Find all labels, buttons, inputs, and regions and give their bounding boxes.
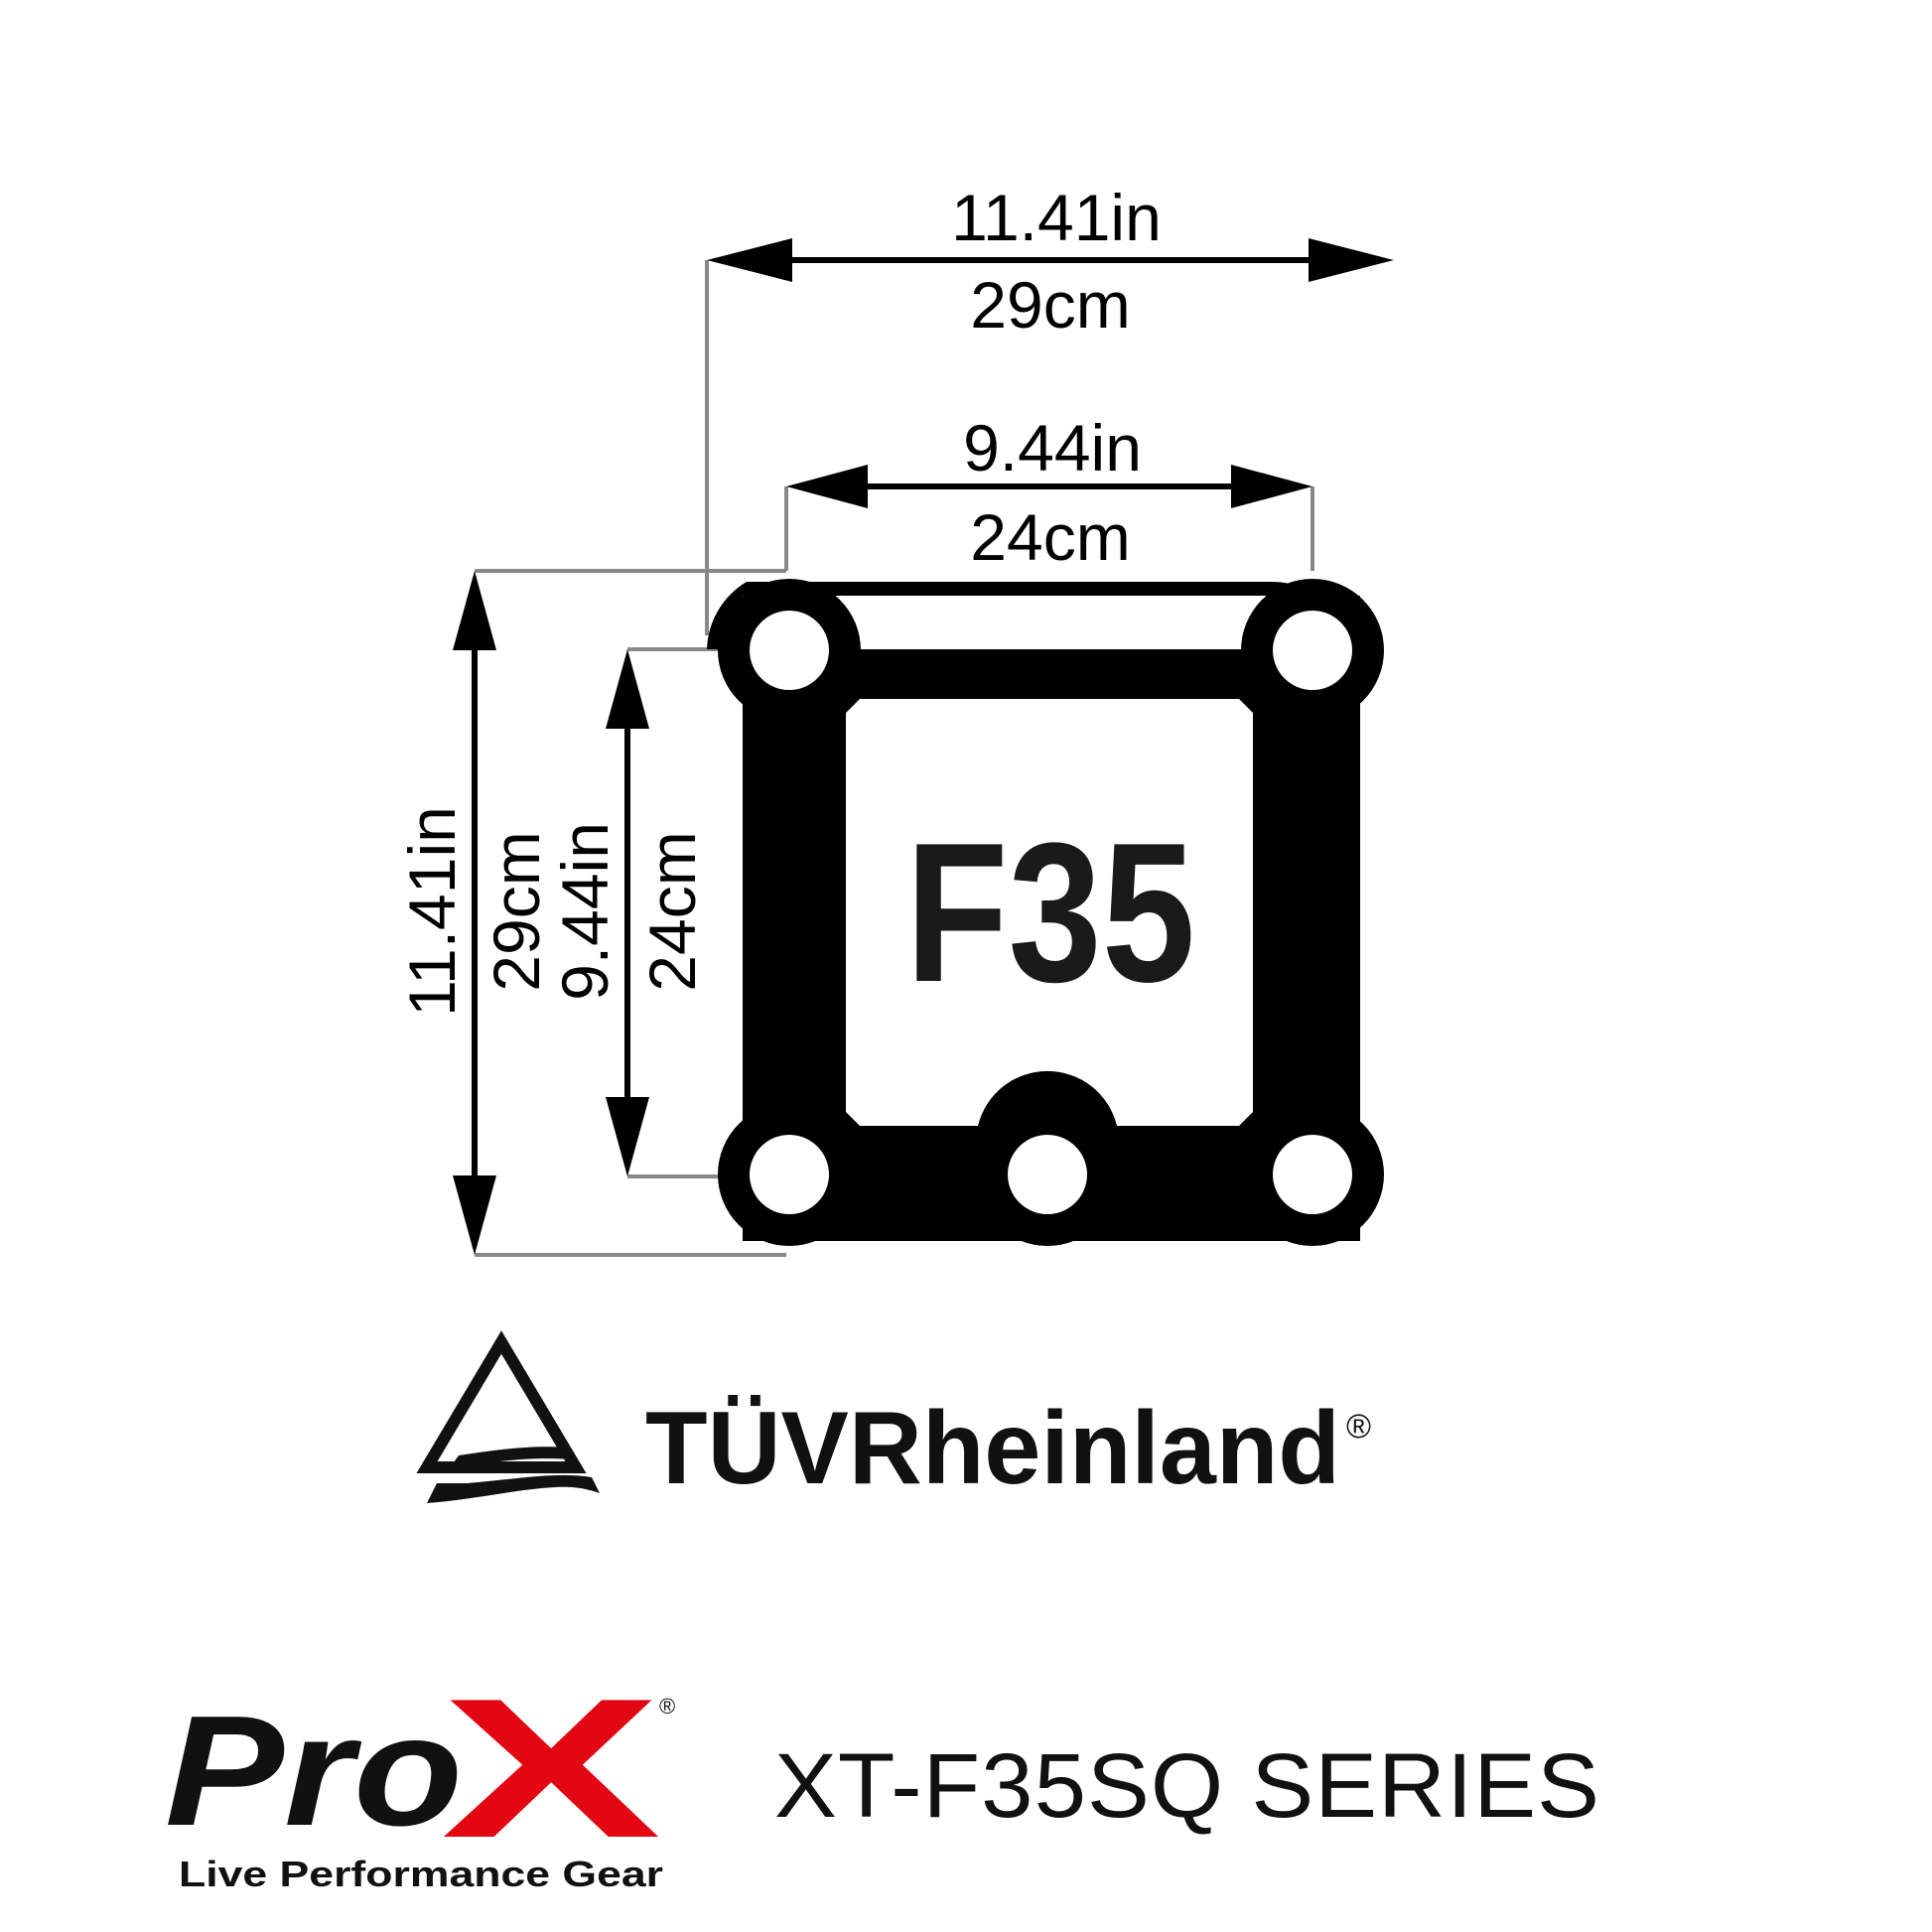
tuv-registered-mark: ® [1346,1408,1371,1446]
arrowhead-left [707,238,792,282]
inner-width-in-label: 9.44in [963,411,1142,484]
chord-hole-top-right [1273,611,1352,690]
truss-inner-opening [846,699,1253,1126]
arrowhead-right [1231,465,1312,508]
tuv-triangle-icon [416,1330,600,1503]
left-inner-dimension: 9.44in 24cm [548,649,709,1176]
chord-hole-top-left [750,611,829,690]
prox-tagline: Live Performance Gear [179,1854,663,1894]
extension-lines [475,260,1314,1257]
arrowhead-right [1309,238,1394,282]
outer-height-cm-label: 29cm [480,831,553,991]
prox-registered-mark: ® [659,1694,675,1719]
arrowhead-top [606,649,649,729]
outer-height-in-label: 11.41in [395,806,469,1017]
inner-width-cm-label: 24cm [970,500,1130,574]
tuv-certification: TÜVRheinland ® [416,1330,1371,1506]
inner-height-cm-label: 24cm [635,831,709,991]
arrowhead-top [453,571,496,650]
truss-model-label: F35 [905,802,1195,1024]
prox-logo: Pro X ® Live Performance Gear [165,1658,675,1894]
chord-hole-bottom-right [1273,1135,1352,1214]
chord-hole-bottom-center [1008,1135,1087,1214]
tuv-rheinland-wordmark: TÜVRheinland [645,1391,1340,1506]
prox-logo-pro: Pro [165,1684,463,1859]
arrowhead-left [786,465,868,508]
prox-logo-x: X [441,1658,661,1879]
outer-width-in-label: 11.41in [951,181,1162,254]
outer-width-cm-label: 29cm [970,268,1130,342]
chord-hole-bottom-left [750,1135,829,1214]
truss-cross-section: F35 [707,579,1384,1246]
arrowhead-bottom [606,1097,649,1176]
top-outer-dimension: 11.41in 29cm [707,181,1394,342]
product-series-label: XT-F35SQ SERIES [774,1735,1600,1837]
left-outer-dimension: 11.41in 29cm [395,571,553,1255]
inner-height-in-label: 9.44in [548,822,621,1001]
top-inner-dimension: 9.44in 24cm [786,411,1312,574]
arrowhead-bottom [453,1175,496,1255]
